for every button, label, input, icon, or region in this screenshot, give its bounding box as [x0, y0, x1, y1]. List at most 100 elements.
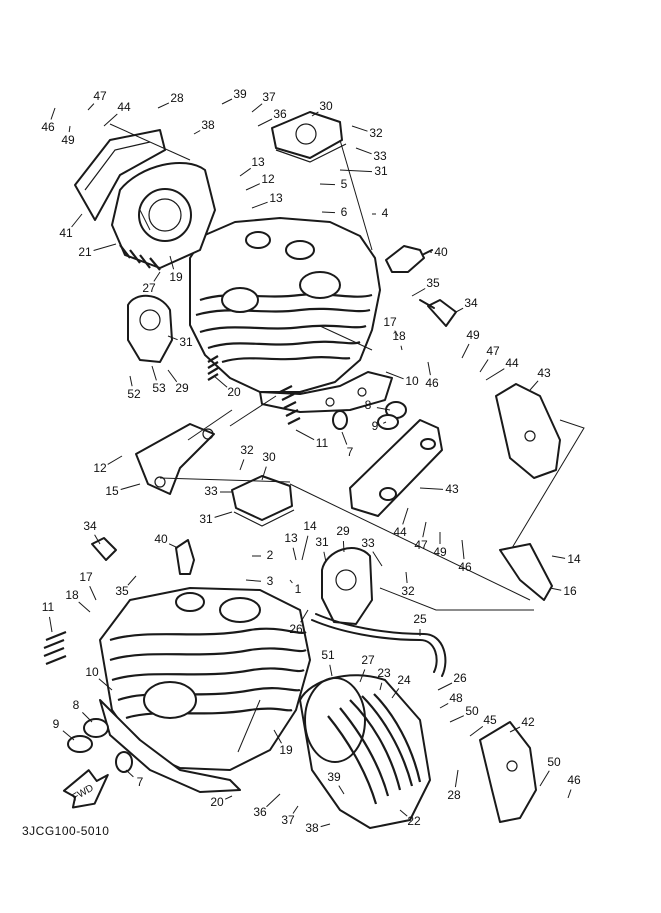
callout-leader-line	[549, 587, 562, 591]
callout-leader-line	[400, 345, 403, 351]
callout-11: 11	[42, 600, 55, 633]
callout-number: 24	[397, 673, 411, 687]
callout-8: 8	[73, 698, 93, 723]
callout-leader-line	[376, 407, 391, 411]
assembly-lines	[109, 123, 585, 753]
callout-number: 22	[407, 814, 421, 828]
upper-bolt-34	[419, 299, 457, 327]
callout-leader-line	[342, 540, 345, 553]
callout-number: 44	[393, 525, 407, 539]
callout-32: 32	[401, 571, 415, 598]
callout-leader-line	[193, 130, 201, 135]
callout-49: 49	[461, 328, 480, 359]
callout-34: 34	[455, 296, 478, 313]
callout-41: 41	[59, 213, 83, 240]
callout-leader-line	[567, 789, 572, 799]
callout-number: 7	[347, 445, 354, 459]
callout-number: 15	[105, 484, 119, 498]
breather-pipe	[311, 613, 447, 677]
callout-39: 39	[221, 87, 247, 105]
callout-53: 53	[151, 365, 166, 395]
callout-number: 39	[327, 770, 341, 784]
callout-leader-line	[449, 715, 465, 723]
callout-46: 46	[458, 539, 472, 574]
callout-33: 33	[355, 147, 387, 163]
callout-leader-line	[439, 702, 449, 709]
bracket-15	[135, 423, 215, 495]
callout-leader-line	[87, 103, 95, 111]
callout-number: 50	[465, 704, 479, 718]
callout-leader-line	[379, 682, 383, 691]
callout-leader-line	[153, 271, 161, 282]
callout-7: 7	[125, 769, 144, 789]
callout-2: 2	[252, 548, 274, 562]
callout-number: 4	[382, 206, 389, 220]
upper-spring-11	[279, 385, 301, 425]
callout-48: 48	[439, 691, 463, 709]
callout-number: 48	[449, 691, 463, 705]
callout-leader-line	[351, 125, 368, 132]
callout-32: 32	[239, 443, 254, 471]
callout-19: 19	[169, 255, 183, 284]
callout-number: 21	[78, 245, 92, 259]
callout-leader-line	[68, 125, 71, 133]
callout-leader-line	[382, 421, 387, 424]
callout-number: 46	[41, 120, 55, 134]
callout-number: 33	[373, 149, 387, 163]
callout-number: 8	[73, 698, 80, 712]
callout-33: 33	[361, 536, 383, 567]
callout-leader-line	[402, 507, 409, 525]
lower-spring-11	[43, 630, 67, 666]
callout-number: 3	[267, 574, 274, 588]
callout-51: 51	[321, 648, 335, 677]
callout-leader-line	[168, 543, 179, 549]
callout-number: 9	[372, 419, 379, 433]
callout-leader-line	[125, 769, 134, 778]
callout-number: 47	[486, 344, 500, 358]
callout-leader-line	[539, 770, 550, 787]
callout-22: 22	[399, 809, 421, 828]
callout-20: 20	[210, 795, 233, 809]
callout-36: 36	[257, 107, 287, 127]
lower-bolt-34	[91, 537, 117, 561]
callout-35: 35	[115, 575, 137, 598]
callout-number: 7	[137, 775, 144, 789]
callout-44: 44	[485, 356, 519, 381]
callout-leader-line	[394, 330, 399, 337]
callout-number: 13	[251, 155, 265, 169]
callout-number: 29	[175, 381, 189, 395]
callout-17: 17	[79, 570, 97, 601]
callout-leader-line	[245, 579, 262, 582]
callout-49: 49	[61, 125, 75, 147]
callout-leader-line	[422, 521, 427, 538]
callout-29: 29	[336, 524, 350, 553]
callout-number: 30	[319, 99, 333, 113]
callout-number: 47	[414, 538, 428, 552]
callout-14: 14	[301, 519, 317, 561]
callout-number: 28	[447, 788, 461, 802]
callout-number: 31	[179, 335, 193, 349]
callout-44: 44	[393, 507, 409, 539]
callout-number: 46	[425, 376, 439, 390]
callout-leader-line	[129, 375, 133, 387]
callout-leader-line	[251, 103, 263, 113]
callout-number: 52	[127, 387, 141, 401]
callout-leader-line	[461, 343, 470, 359]
callout-number: 1	[295, 582, 302, 596]
callout-30: 30	[261, 450, 276, 481]
callout-46: 46	[567, 773, 581, 799]
callout-number: 12	[261, 172, 275, 186]
callout-47: 47	[414, 521, 428, 552]
upper-cylinder-head	[189, 217, 393, 413]
callout-number: 50	[547, 755, 561, 769]
callout-leader-line	[214, 511, 233, 518]
callout-number: 18	[392, 329, 406, 343]
callout-13: 13	[284, 531, 298, 561]
callout-number: 13	[284, 531, 298, 545]
callout-16: 16	[549, 584, 577, 598]
callout-leader-line	[221, 98, 233, 105]
callout-leader-line	[437, 682, 453, 691]
callout-leader-line	[107, 455, 123, 465]
callout-13: 13	[239, 155, 265, 177]
lower-cylinder-head	[99, 587, 311, 793]
